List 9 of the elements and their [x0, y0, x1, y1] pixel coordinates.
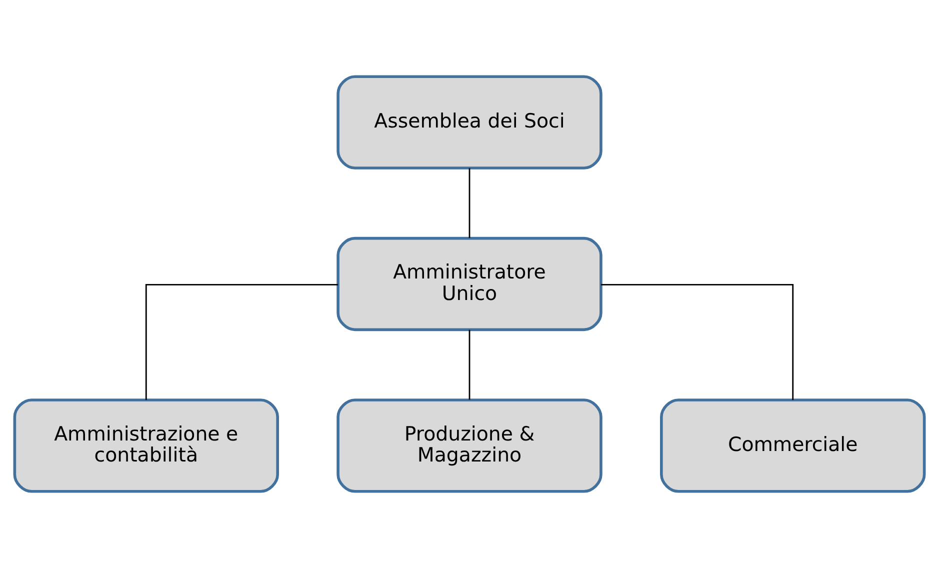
connector — [601, 284, 794, 400]
node-box: Amministrazione e contabilità — [13, 398, 279, 492]
connector — [468, 329, 470, 400]
node-box: Commerciale — [660, 398, 926, 492]
connector — [468, 168, 470, 238]
node-box: Produzione & Magazzino — [336, 398, 602, 492]
node-box: Assemblea dei Soci — [336, 74, 602, 169]
connector — [145, 284, 338, 400]
node-box: Amministratore Unico — [336, 236, 602, 331]
